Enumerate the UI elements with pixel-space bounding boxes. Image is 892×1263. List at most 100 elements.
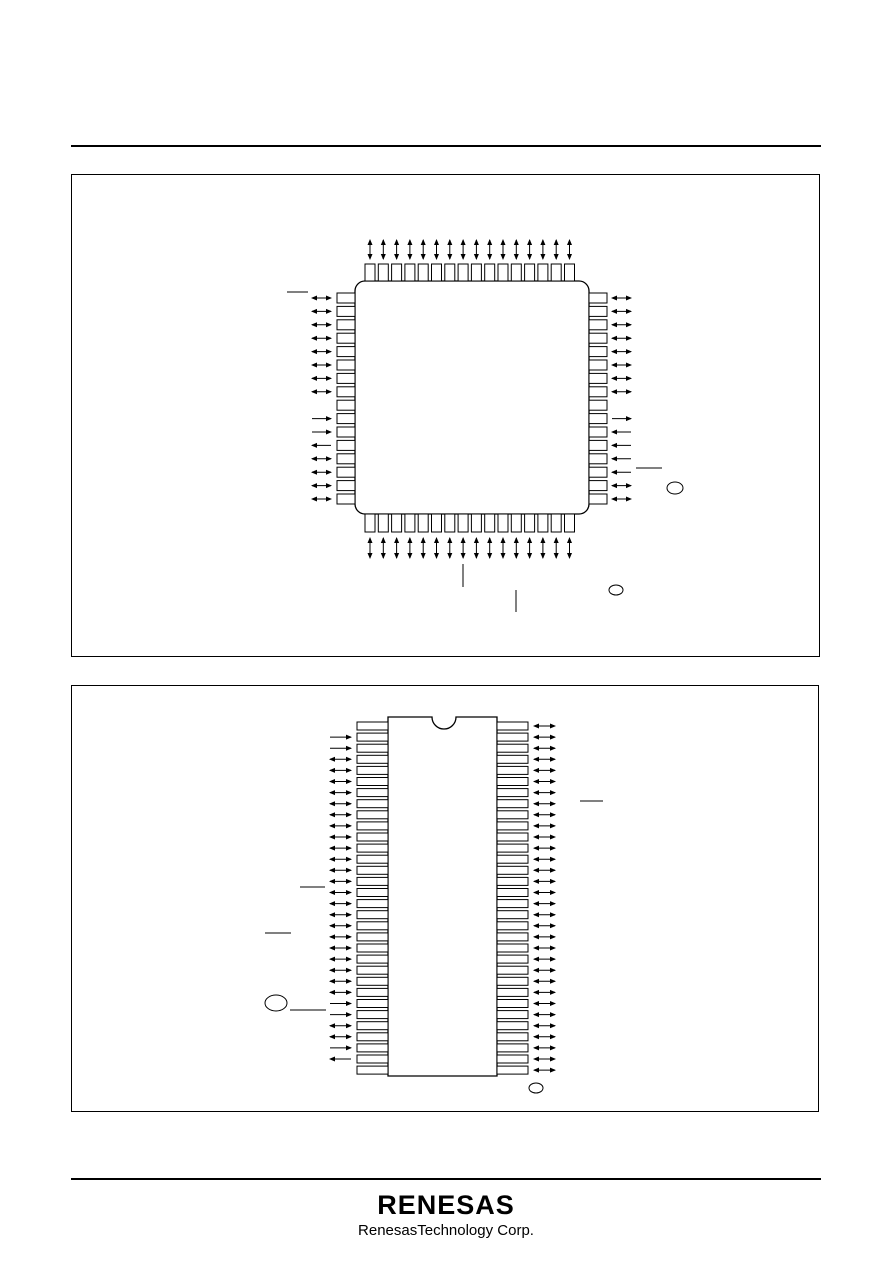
dip-right-pin [496,1054,529,1064]
dip-right-pin [496,976,529,986]
qfp-top-pin [391,263,403,282]
qfp-left-pin [336,332,356,344]
qfp-left-pin [336,372,356,384]
renesas-logo: RENESAS RenesasTechnology Corp. [0,1190,892,1240]
qfp-top-pin [444,263,456,282]
qfp-bottom-pin [457,513,469,533]
dip-left-pin [356,732,389,742]
dip-left-pin [356,754,389,764]
qfp-left-pin [336,359,356,371]
top-rule [71,145,821,147]
qfp-bottom-pin [524,513,536,533]
dip-left-pin [356,1032,389,1042]
dip-left-pin [356,1021,389,1031]
dip-right-pin [496,821,529,831]
qfp-top-pin [550,263,562,282]
dip-right-pin [496,888,529,897]
qfp-right-pin [588,493,608,505]
dip-right-pin [496,799,529,809]
qfp-bottom-pin [510,513,522,533]
qfp-top-pin [537,263,549,282]
qfp-left-pin [336,346,356,358]
dip-right-pin [496,743,529,753]
qfp-left-pin [336,439,356,451]
qfp-right-pin [588,399,608,411]
dip-left-pin [356,910,389,920]
qfp-panel [71,174,820,657]
qfp-right-pin [588,439,608,451]
dip-left-pin [356,799,389,809]
qfp-top-pin [404,263,416,282]
qfp-top-pin [510,263,522,282]
qfp-package-body [354,280,590,515]
dip-right-pin [496,732,529,742]
dip-right-pin [496,765,529,775]
dip-left-pin [356,810,389,820]
qfp-bottom-pin [497,513,509,533]
dip-left-pin [356,876,389,886]
qfp-top-pin [417,263,429,282]
dip-right-pin [496,1021,529,1031]
dip-left-pin [356,743,389,753]
dip-right-pin [496,1032,529,1042]
dip-left-pin [356,899,389,909]
dip-left-pin [356,788,389,798]
dip-right-pin [496,721,529,731]
qfp-left-pin [336,319,356,331]
qfp-left-pin [336,466,356,478]
qfp-bottom-pin [364,513,376,533]
qfp-left-pin [336,453,356,465]
qfp-bottom-pin [537,513,549,533]
dip-left-pin [356,965,389,975]
dip-left-pin [356,843,389,853]
renesas-company-name: RenesasTechnology Corp. [358,1222,534,1239]
dip-panel [71,685,819,1112]
qfp-top-pin [364,263,376,282]
dip-right-pin [496,999,529,1008]
qfp-right-pin [588,292,608,304]
qfp-bottom-pin [377,513,389,533]
dip-right-pin [496,899,529,909]
dip-right-pin [496,843,529,853]
dip-left-pin [356,1010,389,1020]
dip-left-pin [356,943,389,953]
qfp-right-pin [588,359,608,371]
dip-right-pin [496,910,529,920]
qfp-top-pin [377,263,389,282]
qfp-top-pin [457,263,469,282]
dip-package-body [387,716,498,1077]
dip-left-pin [356,854,389,864]
qfp-bottom-pin [417,513,429,533]
dip-left-pin [356,721,389,731]
qfp-right-pin [588,305,608,317]
dip-right-pin [496,865,529,875]
dip-right-pin [496,921,529,931]
dip-left-pin [356,1054,389,1064]
qfp-right-pin [588,480,608,492]
dip-right-pin [496,876,529,886]
dip-right-pin [496,932,529,942]
dip-right-pin [496,1043,529,1053]
dip-right-pin [496,1065,529,1075]
qfp-bottom-pin [484,513,496,533]
dip-left-pin [356,888,389,897]
qfp-top-pin [470,263,482,282]
qfp-right-pin [588,332,608,344]
dip-right-pin [496,832,529,842]
dip-right-pin [496,965,529,975]
qfp-left-pin [336,426,356,438]
dip-right-pin [496,854,529,864]
dip-right-pin [496,777,529,786]
dip-left-pin [356,976,389,986]
dip-left-pin [356,777,389,786]
qfp-bottom-pin [391,513,403,533]
qfp-left-pin [336,292,356,304]
dip-right-pin [496,1010,529,1020]
qfp-bottom-pin [431,513,442,533]
qfp-left-pin [336,480,356,492]
dip-left-pin [356,954,389,964]
qfp-left-pin [336,386,356,398]
dip-right-pin [496,954,529,964]
qfp-right-pin [588,319,608,331]
qfp-bottom-pin [564,513,575,533]
